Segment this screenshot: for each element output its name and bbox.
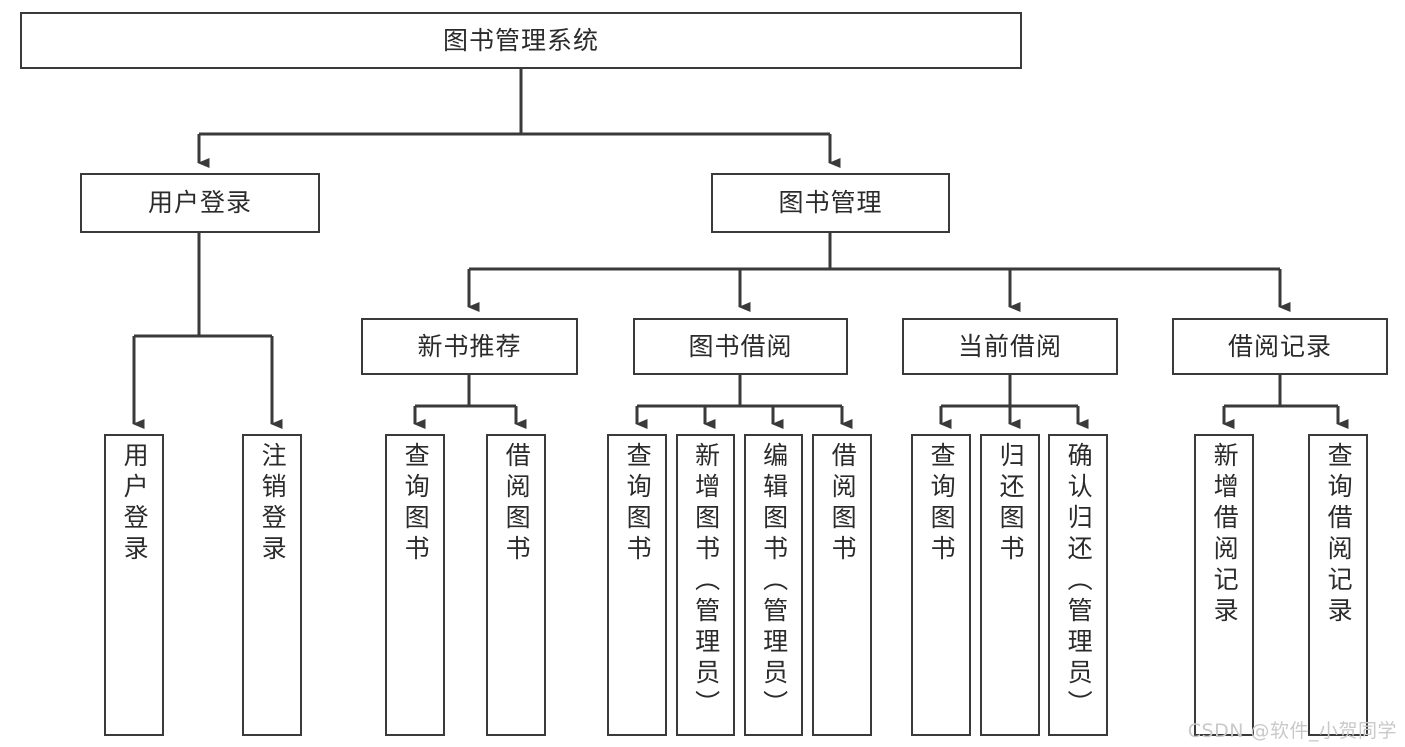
leaf-query-books-borrow[interactable]: 查询图书 bbox=[607, 434, 667, 736]
leaf-query-borrow-record[interactable]: 查询借阅记录 bbox=[1308, 434, 1368, 736]
leaf-borrow-books-borrow-label: 借阅图书 bbox=[828, 442, 858, 566]
leaf-add-book-admin-label: 新增图书（管理员） bbox=[691, 442, 721, 721]
node-root[interactable]: 图书管理系统 bbox=[20, 12, 1022, 69]
leaf-add-borrow-record-label: 新增借阅记录 bbox=[1210, 442, 1240, 628]
leaf-query-books-borrow-label: 查询图书 bbox=[623, 442, 653, 566]
node-borrow-records[interactable]: 借阅记录 bbox=[1172, 318, 1388, 375]
node-book-borrow[interactable]: 图书借阅 bbox=[633, 318, 848, 375]
leaf-add-book-admin[interactable]: 新增图书（管理员） bbox=[676, 434, 735, 736]
node-book-management-label: 图书管理 bbox=[778, 188, 883, 218]
leaf-query-books-newbook[interactable]: 查询图书 bbox=[385, 434, 445, 736]
leaf-user-login[interactable]: 用户登录 bbox=[104, 434, 164, 736]
node-new-book-recommend-label: 新书推荐 bbox=[417, 331, 522, 361]
leaf-borrow-books-borrow[interactable]: 借阅图书 bbox=[812, 434, 872, 736]
leaf-return-books-label: 归还图书 bbox=[996, 442, 1026, 566]
leaf-logout-label: 注销登录 bbox=[258, 442, 288, 566]
leaf-confirm-return-admin-label: 确认归还（管理员） bbox=[1064, 442, 1094, 721]
leaf-add-borrow-record[interactable]: 新增借阅记录 bbox=[1194, 434, 1254, 736]
node-user-login-label: 用户登录 bbox=[147, 188, 252, 218]
leaf-logout[interactable]: 注销登录 bbox=[242, 434, 302, 736]
leaf-query-books-current[interactable]: 查询图书 bbox=[911, 434, 971, 736]
node-book-management[interactable]: 图书管理 bbox=[711, 173, 950, 233]
node-current-borrow[interactable]: 当前借阅 bbox=[902, 318, 1118, 375]
leaf-user-login-label: 用户登录 bbox=[120, 442, 150, 566]
node-borrow-records-label: 借阅记录 bbox=[1227, 331, 1332, 361]
leaf-query-books-current-label: 查询图书 bbox=[927, 442, 957, 566]
leaf-borrow-books-newbook[interactable]: 借阅图书 bbox=[486, 434, 546, 736]
leaf-query-books-newbook-label: 查询图书 bbox=[401, 442, 431, 566]
node-user-login[interactable]: 用户登录 bbox=[80, 173, 320, 233]
leaf-edit-book-admin-label: 编辑图书（管理员） bbox=[759, 442, 789, 721]
node-book-borrow-label: 图书借阅 bbox=[688, 331, 793, 361]
leaf-confirm-return-admin[interactable]: 确认归还（管理员） bbox=[1048, 434, 1108, 736]
watermark-text: CSDN @软件_小贺同学 bbox=[1187, 720, 1397, 742]
leaf-query-borrow-record-label: 查询借阅记录 bbox=[1324, 442, 1354, 628]
node-current-borrow-label: 当前借阅 bbox=[957, 331, 1062, 361]
leaf-return-books[interactable]: 归还图书 bbox=[980, 434, 1040, 736]
node-root-label: 图书管理系统 bbox=[442, 25, 599, 55]
node-new-book-recommend[interactable]: 新书推荐 bbox=[361, 318, 578, 375]
leaf-edit-book-admin[interactable]: 编辑图书（管理员） bbox=[744, 434, 803, 736]
leaf-borrow-books-newbook-label: 借阅图书 bbox=[502, 442, 532, 566]
